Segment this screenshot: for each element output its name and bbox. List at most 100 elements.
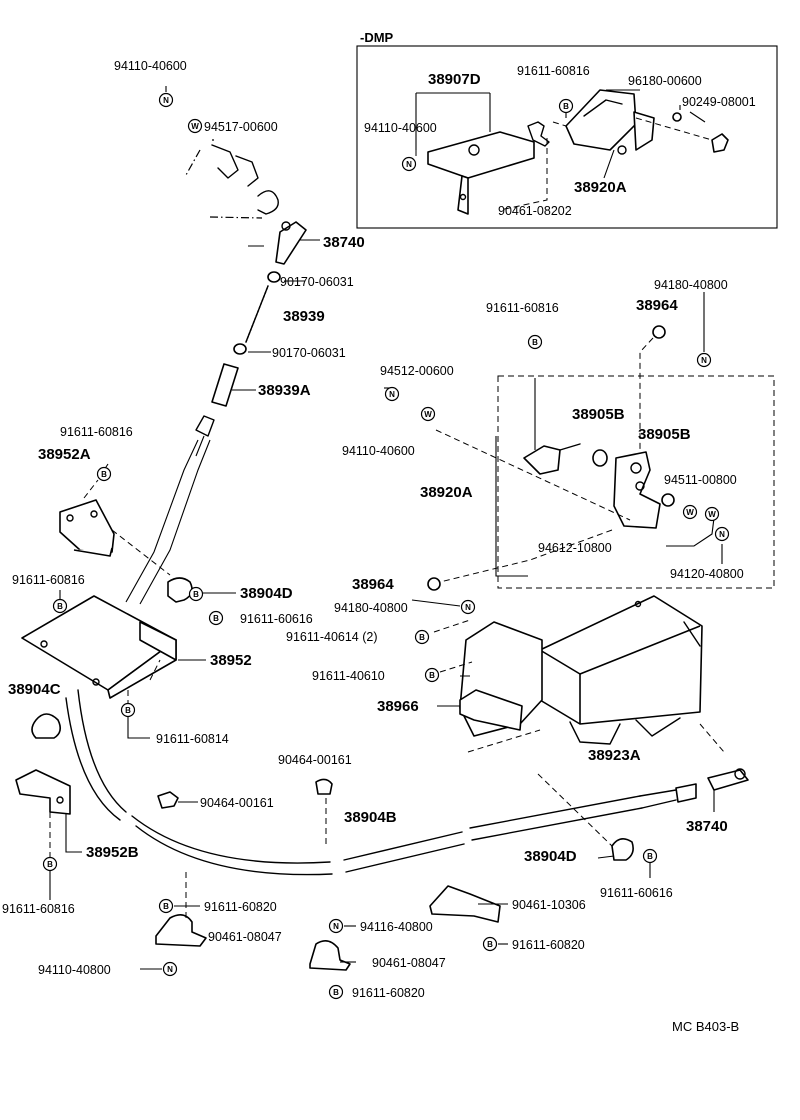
svg-text:W: W	[708, 510, 716, 519]
svg-text:N: N	[719, 530, 725, 539]
svg-text:B: B	[487, 940, 493, 949]
shift-cable-38904b	[65, 689, 677, 876]
svg-text:B: B	[532, 338, 538, 347]
shift-linkage-upper	[125, 139, 320, 605]
svg-text:N: N	[701, 356, 707, 365]
housing-38923a	[433, 595, 725, 753]
lever-38905b-b	[613, 451, 661, 529]
mark-b-icon: B	[558, 98, 574, 114]
mark-n-icon: N	[460, 599, 476, 615]
part-label: 94517-00600	[204, 120, 278, 134]
mark-b-icon: B	[414, 629, 430, 645]
mark-b-icon: B	[328, 984, 344, 1000]
part-label: 38939A	[258, 382, 311, 399]
dmp-inset-box: -DMP	[356, 30, 778, 229]
bracket-38907d	[427, 131, 535, 215]
part-label: 38904D	[240, 585, 293, 602]
mark-w-icon: W	[682, 504, 698, 520]
clip-38904d-lower	[611, 838, 634, 861]
part-label: 94110-40600	[114, 59, 187, 73]
part-label: 96180-00600	[628, 74, 702, 88]
part-label: 38920A	[574, 179, 627, 196]
mark-n-icon: N	[714, 526, 730, 542]
group-label-dmp: -DMP	[360, 30, 394, 45]
part-label: 90170-06031	[272, 346, 346, 360]
part-label: 90464-00161	[278, 753, 352, 767]
clip-90464-00161-b	[315, 778, 333, 795]
part-label: 94180-40800	[654, 278, 728, 292]
bracket-38920a-dmp	[565, 89, 655, 155]
mark-b-icon: B	[52, 598, 68, 614]
part-label: 38905B	[638, 426, 691, 443]
mark-b-icon: B	[96, 466, 112, 482]
part-label: 38923A	[588, 747, 641, 764]
mark-b-icon: B	[42, 856, 58, 872]
nut-90249	[672, 112, 682, 122]
svg-text:W: W	[191, 122, 199, 131]
bracket-38920a-main	[523, 445, 561, 475]
mark-n-icon: N	[162, 961, 178, 977]
part-label: 38907D	[428, 71, 481, 88]
svg-text:B: B	[429, 671, 435, 680]
mark-b-icon: B	[482, 936, 498, 952]
part-label: 38952B	[86, 844, 139, 861]
clamp-90461-08047-b	[309, 940, 351, 971]
mark-b-icon: B	[120, 702, 136, 718]
svg-text:N: N	[465, 603, 471, 612]
bushing-38964-upper	[652, 325, 666, 339]
part-label: 38740	[323, 234, 365, 251]
part-label: 90461-08047	[372, 956, 446, 970]
part-label: 91611-60816	[2, 902, 75, 916]
mark-w-icon: W	[704, 506, 720, 522]
mark-w-icon: W	[420, 406, 436, 422]
part-label: 94612-10800	[538, 541, 612, 555]
grommet-38904c	[31, 713, 62, 739]
svg-text:B: B	[333, 988, 339, 997]
part-labels: 94110-40600 94517-00600 38740 90170-0603…	[2, 59, 756, 1000]
part-label: 90464-00161	[200, 796, 274, 810]
svg-text:B: B	[47, 860, 53, 869]
mark-n-icon: N	[401, 156, 417, 172]
mark-b-icon: B	[208, 610, 224, 626]
bracket-90461-10306	[429, 885, 501, 923]
part-label: 91611-60616	[600, 886, 673, 900]
mark-n-icon: N	[328, 918, 344, 934]
part-label: 91611-60616	[240, 612, 313, 626]
svg-text:B: B	[647, 852, 653, 861]
part-label: 38964	[636, 297, 678, 314]
part-label: 91611-60816	[60, 425, 133, 439]
bracket-38952b	[15, 769, 82, 860]
rod-end-38740-lower	[675, 768, 749, 812]
part-label: 94110-40600	[342, 444, 415, 458]
part-label: 38904D	[524, 848, 577, 865]
part-label: 94110-40600	[364, 121, 437, 135]
part-label: 38904C	[8, 681, 61, 698]
part-label: 38952	[210, 652, 252, 669]
svg-text:B: B	[563, 102, 569, 111]
part-label: 94511-00800	[664, 473, 737, 487]
part-label: 94512-00600	[380, 364, 454, 378]
svg-text:W: W	[424, 410, 432, 419]
part-label: 91611-60816	[486, 301, 559, 315]
drawing-code: MC B403-B	[672, 1019, 739, 1034]
mark-b-icon: B	[642, 848, 658, 864]
part-label: 38904B	[344, 809, 397, 826]
mark-w-icon: W	[187, 118, 203, 134]
clip-90464-00161-a	[157, 791, 179, 809]
svg-text:N: N	[163, 96, 169, 105]
mark-n-icon: N	[384, 386, 400, 402]
part-label: 91611-60820	[512, 938, 585, 952]
svg-text:B: B	[163, 902, 169, 911]
bushing-38905b-a	[592, 449, 608, 467]
svg-text:B: B	[101, 470, 107, 479]
svg-text:B: B	[193, 590, 199, 599]
part-label: 38740	[686, 818, 728, 835]
part-label: 38905B	[572, 406, 625, 423]
part-label: 90461-08047	[208, 930, 282, 944]
nut-94511	[661, 493, 675, 507]
part-label: 38966	[377, 698, 419, 715]
part-label: 38952A	[38, 446, 91, 463]
clamp-90461-08047-a	[155, 914, 207, 947]
mark-b-icon: B	[527, 334, 543, 350]
